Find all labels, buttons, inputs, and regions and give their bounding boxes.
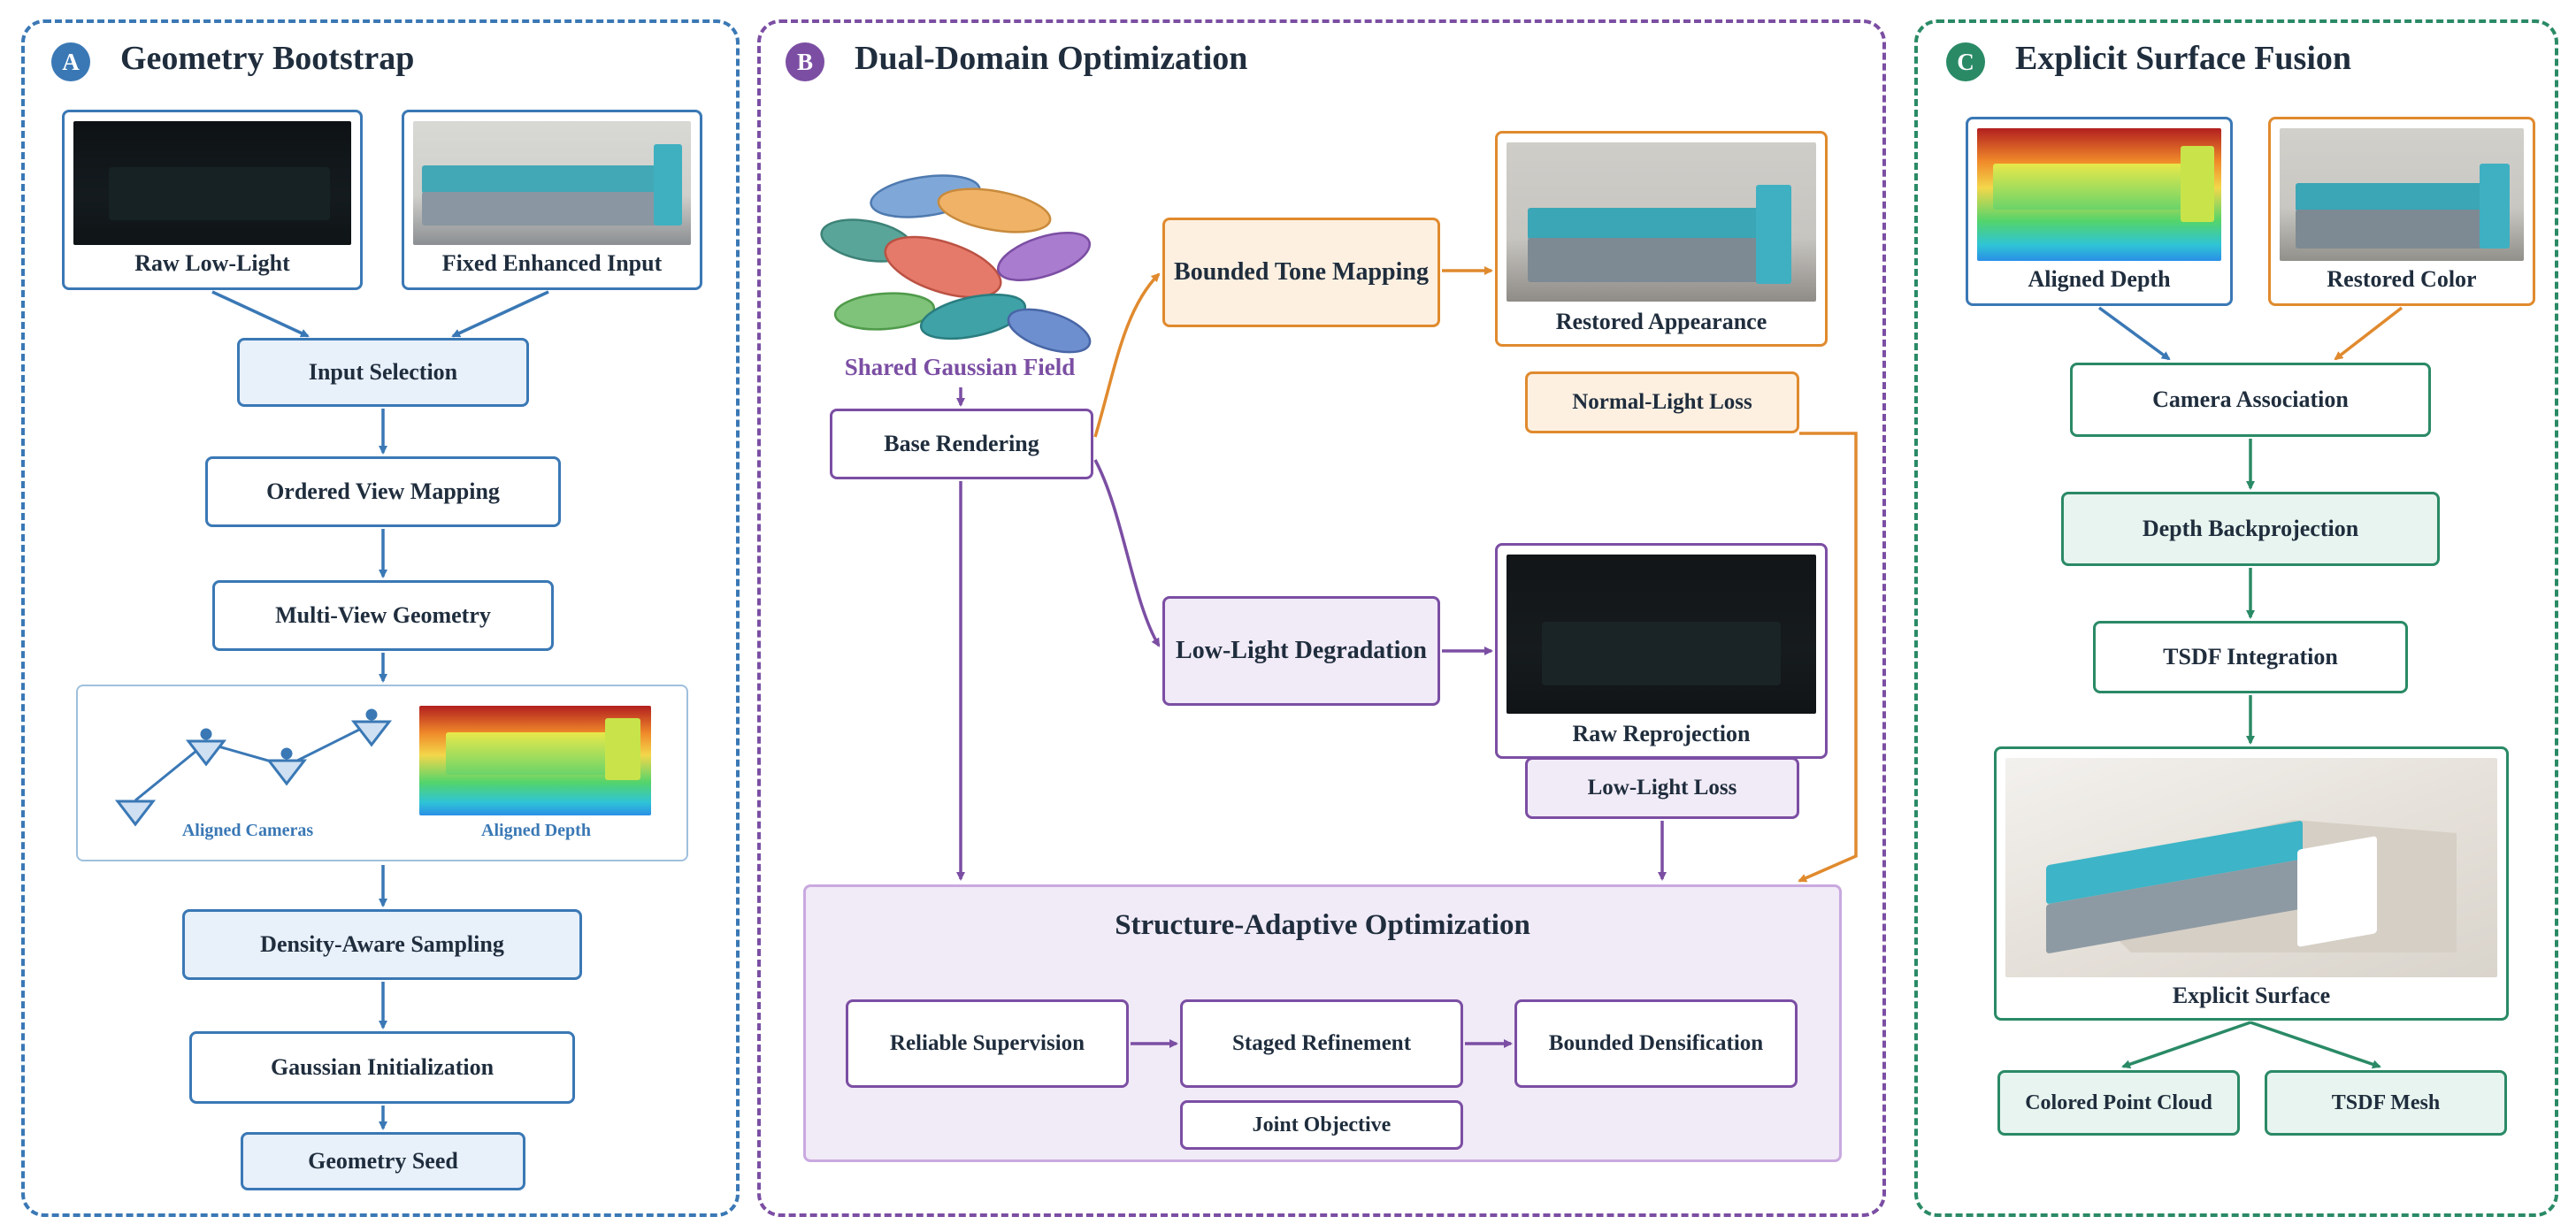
panel-c-badge: C xyxy=(1946,42,1985,81)
panel-explicit-surface-fusion xyxy=(1914,19,2558,1217)
fixed-enhanced-card: Fixed Enhanced Input xyxy=(402,110,702,290)
staged-refinement-node: Staged Refinement xyxy=(1180,999,1463,1088)
low-light-degradation-node: Low-Light Degradation xyxy=(1162,596,1440,706)
raw-low-light-caption: Raw Low-Light xyxy=(134,250,290,276)
aligned-depth-card: Aligned Depth xyxy=(1966,117,2233,306)
panel-dual-domain-optimization xyxy=(757,19,1886,1217)
input-selection-node: Input Selection xyxy=(237,338,529,407)
structure-adaptive-optimization-title: Structure-Adaptive Optimization xyxy=(1115,909,1530,941)
restored-color-caption: Restored Color xyxy=(2327,266,2477,292)
bounded-tone-mapping-node: Bounded Tone Mapping xyxy=(1162,218,1440,327)
ordered-view-mapping-node: Ordered View Mapping xyxy=(205,456,561,527)
normal-light-loss-node: Normal-Light Loss xyxy=(1525,371,1799,433)
explicit-surface-caption: Explicit Surface xyxy=(2172,983,2331,1008)
fixed-enhanced-caption: Fixed Enhanced Input xyxy=(441,250,663,276)
restored-appearance-image xyxy=(1506,142,1816,302)
raw-low-light-image xyxy=(73,121,351,245)
restored-color-image xyxy=(2280,128,2524,261)
density-aware-sampling-node: Density-Aware Sampling xyxy=(182,909,582,980)
raw-low-light-card: Raw Low-Light xyxy=(62,110,363,290)
bounded-densification-node: Bounded Densification xyxy=(1514,999,1798,1088)
raw-reprojection-card: Raw Reprojection xyxy=(1495,543,1828,759)
panel-b-badge: B xyxy=(786,42,824,81)
fixed-enhanced-image xyxy=(413,121,691,245)
joint-objective-node: Joint Objective xyxy=(1180,1100,1463,1150)
tsdf-mesh-node: TSDF Mesh xyxy=(2265,1070,2507,1136)
raw-reprojection-caption: Raw Reprojection xyxy=(1572,721,1751,746)
tsdf-integration-node: TSDF Integration xyxy=(2093,621,2408,693)
panel-a-title: Geometry Bootstrap xyxy=(120,40,415,77)
explicit-surface-card: Explicit Surface xyxy=(1994,746,2509,1021)
reliable-supervision-node: Reliable Supervision xyxy=(846,999,1129,1088)
panel-b-title: Dual-Domain Optimization xyxy=(855,40,1248,77)
aligned-depth-image-c xyxy=(1977,128,2221,261)
aligned-cameras-caption: Aligned Cameras xyxy=(181,821,314,840)
gaussian-initialization-node: Gaussian Initialization xyxy=(189,1031,575,1104)
aligned-depth-image-a xyxy=(419,706,651,815)
geometry-seed-node: Geometry Seed xyxy=(241,1132,525,1190)
colored-point-cloud-node: Colored Point Cloud xyxy=(1997,1070,2240,1136)
depth-backprojection-node: Depth Backprojection xyxy=(2061,492,2440,566)
restored-appearance-caption: Restored Appearance xyxy=(1555,309,1767,334)
explicit-surface-image xyxy=(2005,758,2497,977)
restored-color-card: Restored Color xyxy=(2268,117,2535,306)
multi-view-geometry-node: Multi-View Geometry xyxy=(212,580,554,651)
aligned-depth-caption-a: Aligned Depth xyxy=(481,821,591,840)
aligned-depth-caption-c: Aligned Depth xyxy=(2028,266,2171,292)
raw-reprojection-image xyxy=(1506,555,1816,714)
base-rendering-node: Base Rendering xyxy=(830,409,1093,479)
panel-geometry-bootstrap xyxy=(21,19,740,1217)
low-light-loss-node: Low-Light Loss xyxy=(1525,757,1799,819)
shared-gaussian-field-label: Shared Gaussian Field xyxy=(844,354,1076,380)
camera-association-node: Camera Association xyxy=(2070,363,2431,437)
restored-appearance-card: Restored Appearance xyxy=(1495,131,1828,347)
panel-a-badge: A xyxy=(51,42,90,81)
panel-c-title: Explicit Surface Fusion xyxy=(2015,40,2352,77)
